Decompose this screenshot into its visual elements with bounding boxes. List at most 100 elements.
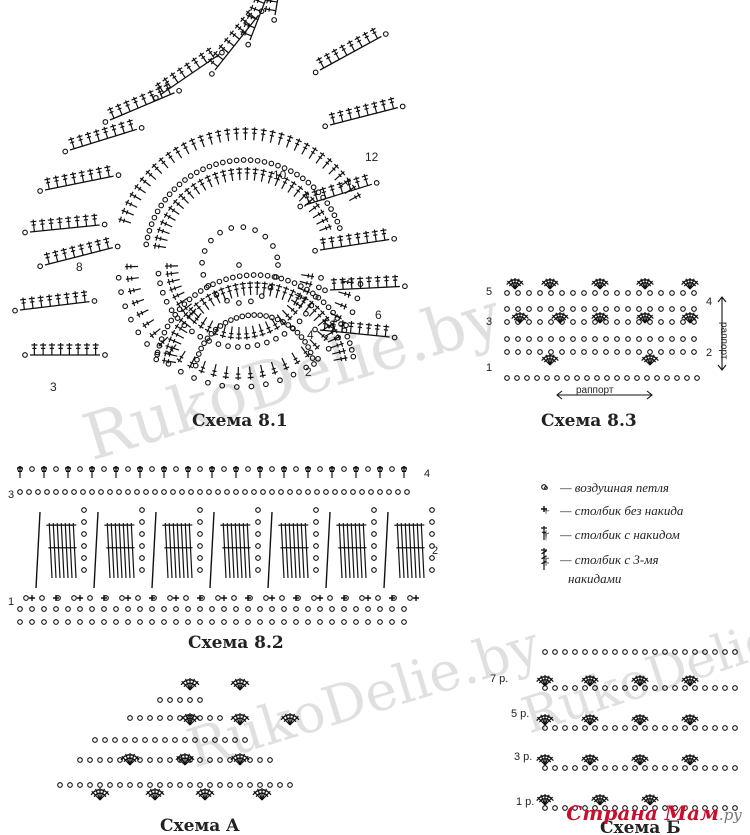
chain-stitch-mark <box>552 765 558 771</box>
row-number: 5 <box>486 286 493 298</box>
double-crochet-mark <box>239 680 250 691</box>
chain-stitch-mark <box>255 507 261 513</box>
chain-stitch-mark <box>672 765 678 771</box>
double-crochet-mark <box>269 129 276 143</box>
double-crochet-mark <box>31 343 38 355</box>
chain-stitch-mark <box>139 555 145 561</box>
double-crochet-mark <box>245 9 257 20</box>
double-crochet-mark <box>348 192 361 202</box>
legend-triple-treble-cont: накидами <box>568 571 622 586</box>
double-crochet-mark <box>689 755 699 766</box>
chain-stitch-mark <box>149 466 155 472</box>
chain-stitch-mark <box>294 171 300 178</box>
double-crochet-mark <box>219 169 227 183</box>
chain-stitch-mark <box>216 278 223 285</box>
double-crochet-mark <box>125 263 139 270</box>
double-crochet-mark <box>317 330 329 342</box>
chain-stitch-mark <box>349 309 356 316</box>
double-crochet-mark <box>589 755 599 766</box>
chain-stitch-mark <box>602 649 608 655</box>
double-crochet-mark <box>291 352 301 365</box>
tall-stitch <box>325 511 331 589</box>
double-crochet-mark <box>91 213 98 226</box>
chain-stitch-mark <box>199 595 205 601</box>
diagram-title-a: Схема A <box>160 816 240 835</box>
chain-stitch-mark <box>534 375 540 381</box>
chain-stitch-mark <box>161 619 167 625</box>
chain-stitch-mark <box>622 649 628 655</box>
chain-stitch-mark <box>341 489 347 495</box>
chain-stitch-mark <box>71 489 77 495</box>
chain-stitch-mark <box>239 313 246 320</box>
chain-stitch-mark <box>386 489 392 495</box>
leaf-spine <box>19 300 90 311</box>
chain-stitch-mark <box>526 349 532 355</box>
chain-stitch-mark <box>604 375 610 381</box>
double-crochet-mark <box>242 126 249 141</box>
chain-stitch-mark <box>232 737 238 743</box>
single-crochet-icon: + <box>542 503 550 518</box>
chain-stitch-mark <box>612 805 618 811</box>
double-crochet-mark <box>197 178 207 191</box>
double-crochet-mark <box>599 279 609 290</box>
chain-stitch-mark <box>581 349 587 355</box>
chain-stitch-mark <box>318 274 324 281</box>
double-crochet-mark <box>209 466 215 478</box>
double-crochet-mark <box>331 48 340 60</box>
chain-stitch-mark <box>280 319 286 325</box>
chain-stitch-mark <box>692 765 698 771</box>
double-crochet-mark <box>298 296 309 309</box>
chain-stitch-mark <box>636 306 642 312</box>
chain-stitch-mark <box>147 782 153 788</box>
chain-stitch-mark <box>592 290 598 296</box>
chain-stitch-mark <box>143 241 150 248</box>
chain-stitch-mark <box>139 507 145 513</box>
chain-stitch-mark <box>313 567 319 573</box>
chain-stitch-mark <box>515 349 521 355</box>
chain-stitch-mark <box>53 466 59 472</box>
chain-stitch-mark <box>672 685 678 691</box>
double-crochet-mark <box>137 466 143 478</box>
chain-stitch-mark <box>102 119 109 125</box>
chain-stitch-mark <box>176 306 183 313</box>
chain-stitch-mark <box>691 336 697 342</box>
rapport-label: раппорт <box>718 322 729 360</box>
chain-stitch-mark <box>134 489 140 495</box>
chain-stitch-mark <box>255 555 261 561</box>
chain-stitch-mark <box>297 283 304 289</box>
chain-stitch-mark <box>195 351 202 357</box>
double-crochet-mark <box>139 176 151 187</box>
chain-stitch-mark <box>429 519 435 525</box>
chain-stitch-mark <box>252 227 258 233</box>
double-crochet-mark <box>121 207 134 216</box>
chain-stitch-mark <box>544 375 550 381</box>
double-crochet-mark <box>104 523 111 579</box>
chain-stitch-mark <box>329 606 335 612</box>
chain-stitch-mark <box>307 349 314 356</box>
double-crochet-mark <box>168 336 182 345</box>
chain-stitch-mark <box>570 319 576 325</box>
double-crochet-mark <box>544 755 554 766</box>
double-crochet-mark <box>287 289 297 303</box>
double-crochet-mark <box>223 37 235 47</box>
chain-stitch-mark <box>722 725 728 731</box>
double-crochet-mark <box>313 310 326 322</box>
double-crochet-mark <box>229 30 240 40</box>
chain-stitch-mark <box>224 297 230 304</box>
double-crochet-mark <box>383 324 390 337</box>
chain-stitch-mark <box>401 606 407 612</box>
chain-stitch-mark <box>658 336 664 342</box>
double-crochet-mark <box>514 279 524 290</box>
chain-stitch-mark <box>162 196 169 203</box>
chain-stitch-mark <box>98 489 104 495</box>
chain-stitch-mark <box>217 229 223 236</box>
chain-stitch-mark <box>91 298 98 304</box>
chain-stitch-mark <box>204 335 211 342</box>
chain-stitch-mark <box>71 595 77 601</box>
chain-stitch-mark <box>263 313 269 319</box>
chain-stitch-mark <box>107 489 113 495</box>
double-crochet-mark <box>186 523 193 579</box>
chain-stitch-mark <box>691 290 697 296</box>
double-crochet-mark <box>334 170 346 181</box>
chain-stitch-mark <box>125 619 131 625</box>
